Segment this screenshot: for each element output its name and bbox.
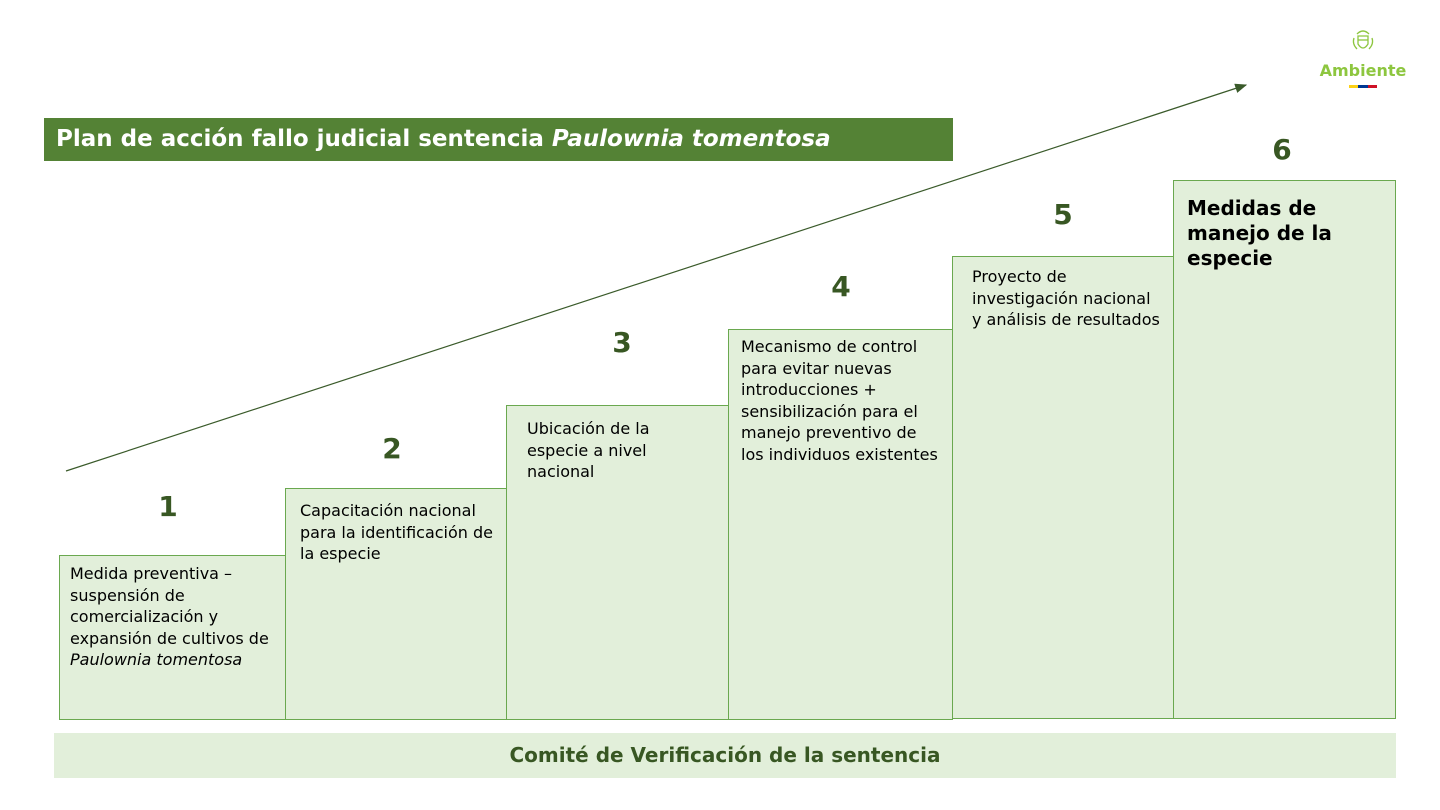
verification-committee-bar: Comité de Verificación de la sentencia bbox=[54, 733, 1396, 778]
step-number-4: 4 bbox=[831, 270, 851, 303]
step-number-2: 2 bbox=[382, 432, 402, 465]
title-species: Paulownia tomentosa bbox=[551, 126, 831, 152]
step-box-3: Ubicación de la especie a nivel nacional bbox=[506, 405, 729, 720]
step-box-6: Medidas de manejo de la especie bbox=[1173, 180, 1396, 719]
step-number-6: 6 bbox=[1272, 133, 1292, 166]
step-box-4: Mecanismo de control para evitar nuevas … bbox=[728, 329, 953, 720]
step-1-species: Paulownia tomentosa bbox=[70, 650, 243, 669]
step-box-1: Medida preventiva – suspensión de comerc… bbox=[59, 555, 286, 720]
ministry-logo: Ambiente bbox=[1318, 26, 1408, 88]
coat-of-arms-icon bbox=[1352, 30, 1374, 50]
flag-stripe bbox=[1349, 85, 1377, 88]
step-number-5: 5 bbox=[1053, 198, 1073, 231]
step-1-text: Medida preventiva – suspensión de comerc… bbox=[70, 564, 269, 648]
step-box-5: Proyecto de investigación nacional y aná… bbox=[952, 256, 1174, 719]
step-number-1: 1 bbox=[158, 490, 178, 523]
page-title: Plan de acción fallo judicial sentencia … bbox=[44, 118, 953, 161]
step-number-3: 3 bbox=[612, 326, 632, 359]
logo-text: Ambiente bbox=[1319, 61, 1407, 80]
title-text: Plan de acción fallo judicial sentencia bbox=[56, 126, 552, 152]
step-box-2: Capacitación nacional para la identifica… bbox=[285, 488, 507, 720]
